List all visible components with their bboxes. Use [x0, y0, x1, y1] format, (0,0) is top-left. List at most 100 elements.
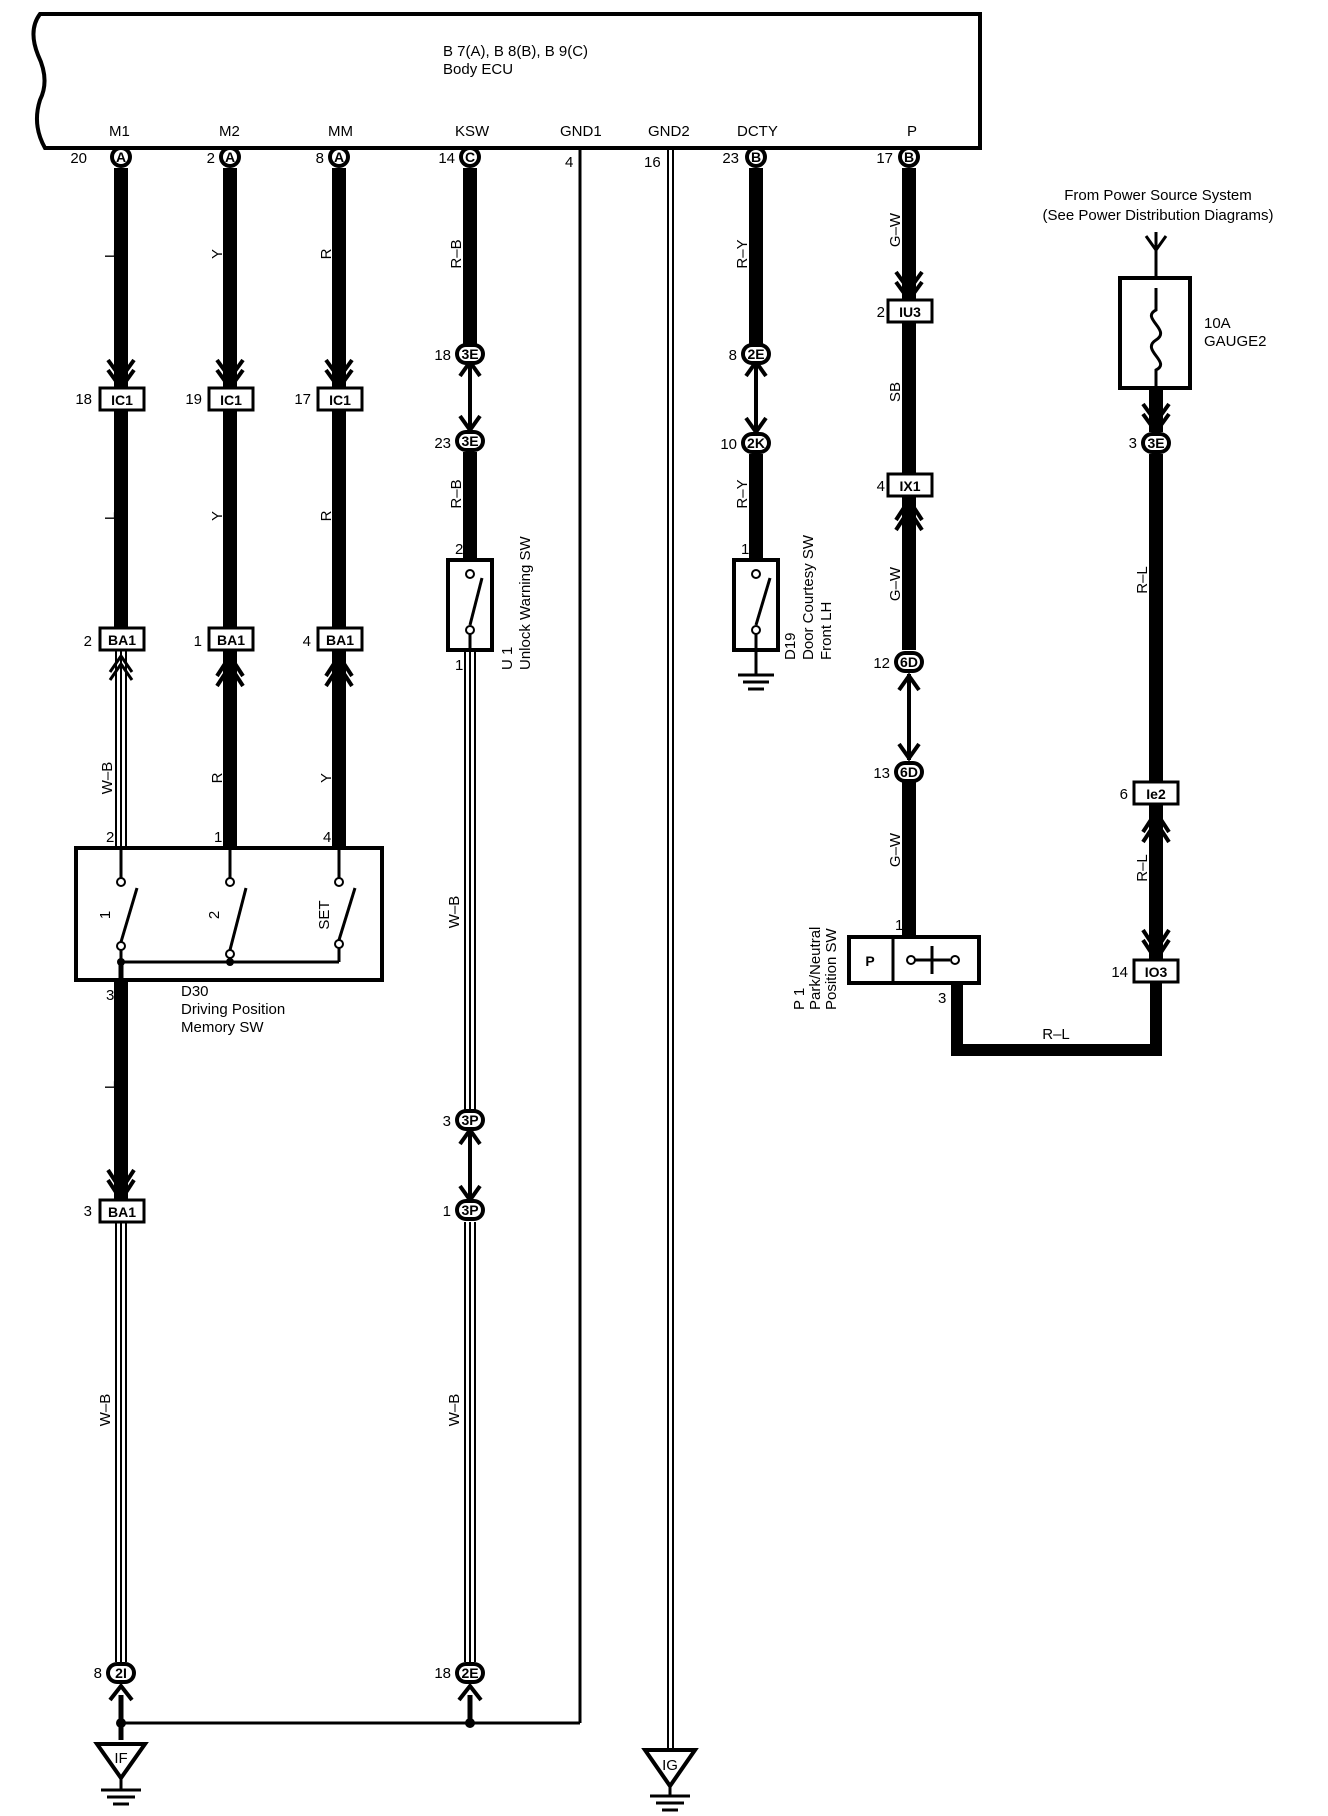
u1-name: Unlock Warning SW: [517, 536, 534, 670]
wire-color: Y: [318, 773, 335, 783]
d30-name: Memory SW: [181, 1019, 264, 1036]
connector-pin: 3: [1129, 435, 1137, 452]
connector-label: BA1: [108, 1204, 136, 1220]
connector-pin: 23: [434, 435, 451, 452]
power-source-line1: From Power Source System: [1064, 187, 1252, 204]
connector-label: 6D: [900, 654, 918, 670]
ecu-terminal-mm: MM: [328, 123, 353, 140]
connector-label: 3P: [461, 1202, 478, 1218]
ecu-pin-conn: A: [225, 149, 235, 165]
connector-pin: 18: [434, 347, 451, 364]
connector-label: Ie2: [1146, 786, 1166, 802]
d30-code: D30: [181, 983, 209, 1000]
ecu-pin-conn: C: [465, 149, 475, 165]
connector-label: 3E: [461, 433, 478, 449]
d30-pin: 4: [323, 829, 331, 846]
connectors-dcty: 8 2E 10 2K: [720, 343, 771, 454]
connector-pin: 13: [873, 765, 890, 782]
p1-name: Position SW: [823, 927, 840, 1010]
ecu-pin-num: 23: [722, 150, 739, 167]
u1-pin: 2: [455, 541, 463, 558]
wire-ksw: [457, 168, 483, 1723]
wire-color: R–B: [448, 479, 465, 508]
body-ecu: B 7(A), B 8(B), B 9(C) Body ECU M1 M2 MM…: [31, 12, 982, 150]
wire-color: Y: [209, 511, 226, 521]
wire-color: R–L: [1134, 854, 1151, 882]
d19-name: Door Courtesy SW: [800, 534, 817, 660]
u1-code: U 1: [499, 647, 516, 670]
ecu-pin-conn: B: [904, 149, 914, 165]
d30-name: Driving Position: [181, 1001, 285, 1018]
connector-label: BA1: [108, 632, 136, 648]
connector-pin: 12: [873, 655, 890, 672]
ecu-terminal-m2: M2: [219, 123, 240, 140]
wire-color: L: [102, 512, 119, 520]
connector-pin: 8: [729, 347, 737, 364]
ecu-terminal-gnd2: GND2: [648, 123, 690, 140]
d19-code: D19: [782, 632, 799, 660]
d30-contact: 1: [97, 911, 114, 919]
wire-color: L: [102, 250, 119, 258]
wire-color: R–Y: [734, 239, 751, 268]
u1-pin: 1: [455, 657, 463, 674]
d30-pin: 3: [106, 987, 114, 1004]
switch-p1: [847, 935, 1162, 1056]
connector-pin: 19: [185, 391, 202, 408]
wire-color: W–B: [446, 1394, 463, 1427]
fuse-rating: 10A: [1204, 315, 1231, 332]
ecu-terminal-gnd1: GND1: [560, 123, 602, 140]
fuse-gauge2: [1118, 232, 1192, 964]
connector-label: 3P: [461, 1112, 478, 1128]
wire-mm: [324, 168, 354, 848]
switch-d30: [74, 846, 384, 982]
ecu-pin-num: 14: [438, 150, 455, 167]
ecu-terminal-dcty: DCTY: [737, 123, 778, 140]
connector-label: BA1: [326, 632, 354, 648]
ecu-pin-conn: A: [334, 149, 344, 165]
connector-label: IO3: [1145, 964, 1168, 980]
p1-code: P 1: [791, 988, 808, 1010]
wire-color: G–W: [887, 212, 904, 247]
connector-label: 3E: [1147, 435, 1164, 451]
connector-pin: 18: [434, 1665, 451, 1682]
connector-pin: 1: [443, 1203, 451, 1220]
ecu-terminal-p: P: [907, 123, 917, 140]
connectors-p: 2 IU3 4 IX1 12 6D 13 6D: [873, 298, 934, 783]
ecu-pin-num: 20: [70, 150, 87, 167]
wire-p: [894, 168, 924, 937]
wire-color: Y: [209, 249, 226, 259]
wire-color: R: [209, 772, 226, 783]
connector-label: IX1: [899, 478, 920, 494]
connector-pin: 6: [1120, 786, 1128, 803]
wire-color: L: [102, 1081, 119, 1089]
connector-label: BA1: [217, 632, 245, 648]
d30-contact: SET: [316, 900, 333, 929]
connector-pin: 4: [303, 633, 311, 650]
ecu-pin-num: 16: [644, 154, 661, 171]
wire-m2: [215, 168, 245, 848]
connectors-ic1-ba1: 18 IC1 19 IC1 17 IC1 2 BA1 1 BA1 4 BA1 3…: [75, 386, 364, 1224]
ecu-pin-num: 4: [565, 154, 573, 171]
p1-pin: 1: [895, 917, 903, 934]
connector-label: 2E: [747, 346, 764, 362]
wire-color: R: [318, 510, 335, 521]
wire-color: W–B: [446, 896, 463, 929]
connector-label: IU3: [899, 304, 921, 320]
connector-label: 6D: [900, 764, 918, 780]
connector-label: IC1: [329, 392, 351, 408]
ecu-terminal-ksw: KSW: [455, 123, 490, 140]
ground-label: IF: [114, 1750, 127, 1767]
connector-pin: 14: [1111, 964, 1128, 981]
connector-pin: 10: [720, 436, 737, 453]
ecu-pin-num: 2: [207, 150, 215, 167]
wire-dcty: [744, 168, 768, 560]
wire-color: R–L: [1134, 566, 1151, 594]
power-source-line2: (See Power Distribution Diagrams): [1043, 207, 1274, 224]
wire-color: R–B: [448, 239, 465, 268]
wire-color: G–W: [887, 566, 904, 601]
d19-pin: 1: [741, 541, 749, 558]
p1-name: Park/Neutral: [807, 927, 824, 1010]
connector-pin: 3: [443, 1113, 451, 1130]
ecu-terminal-m1: M1: [109, 123, 130, 140]
